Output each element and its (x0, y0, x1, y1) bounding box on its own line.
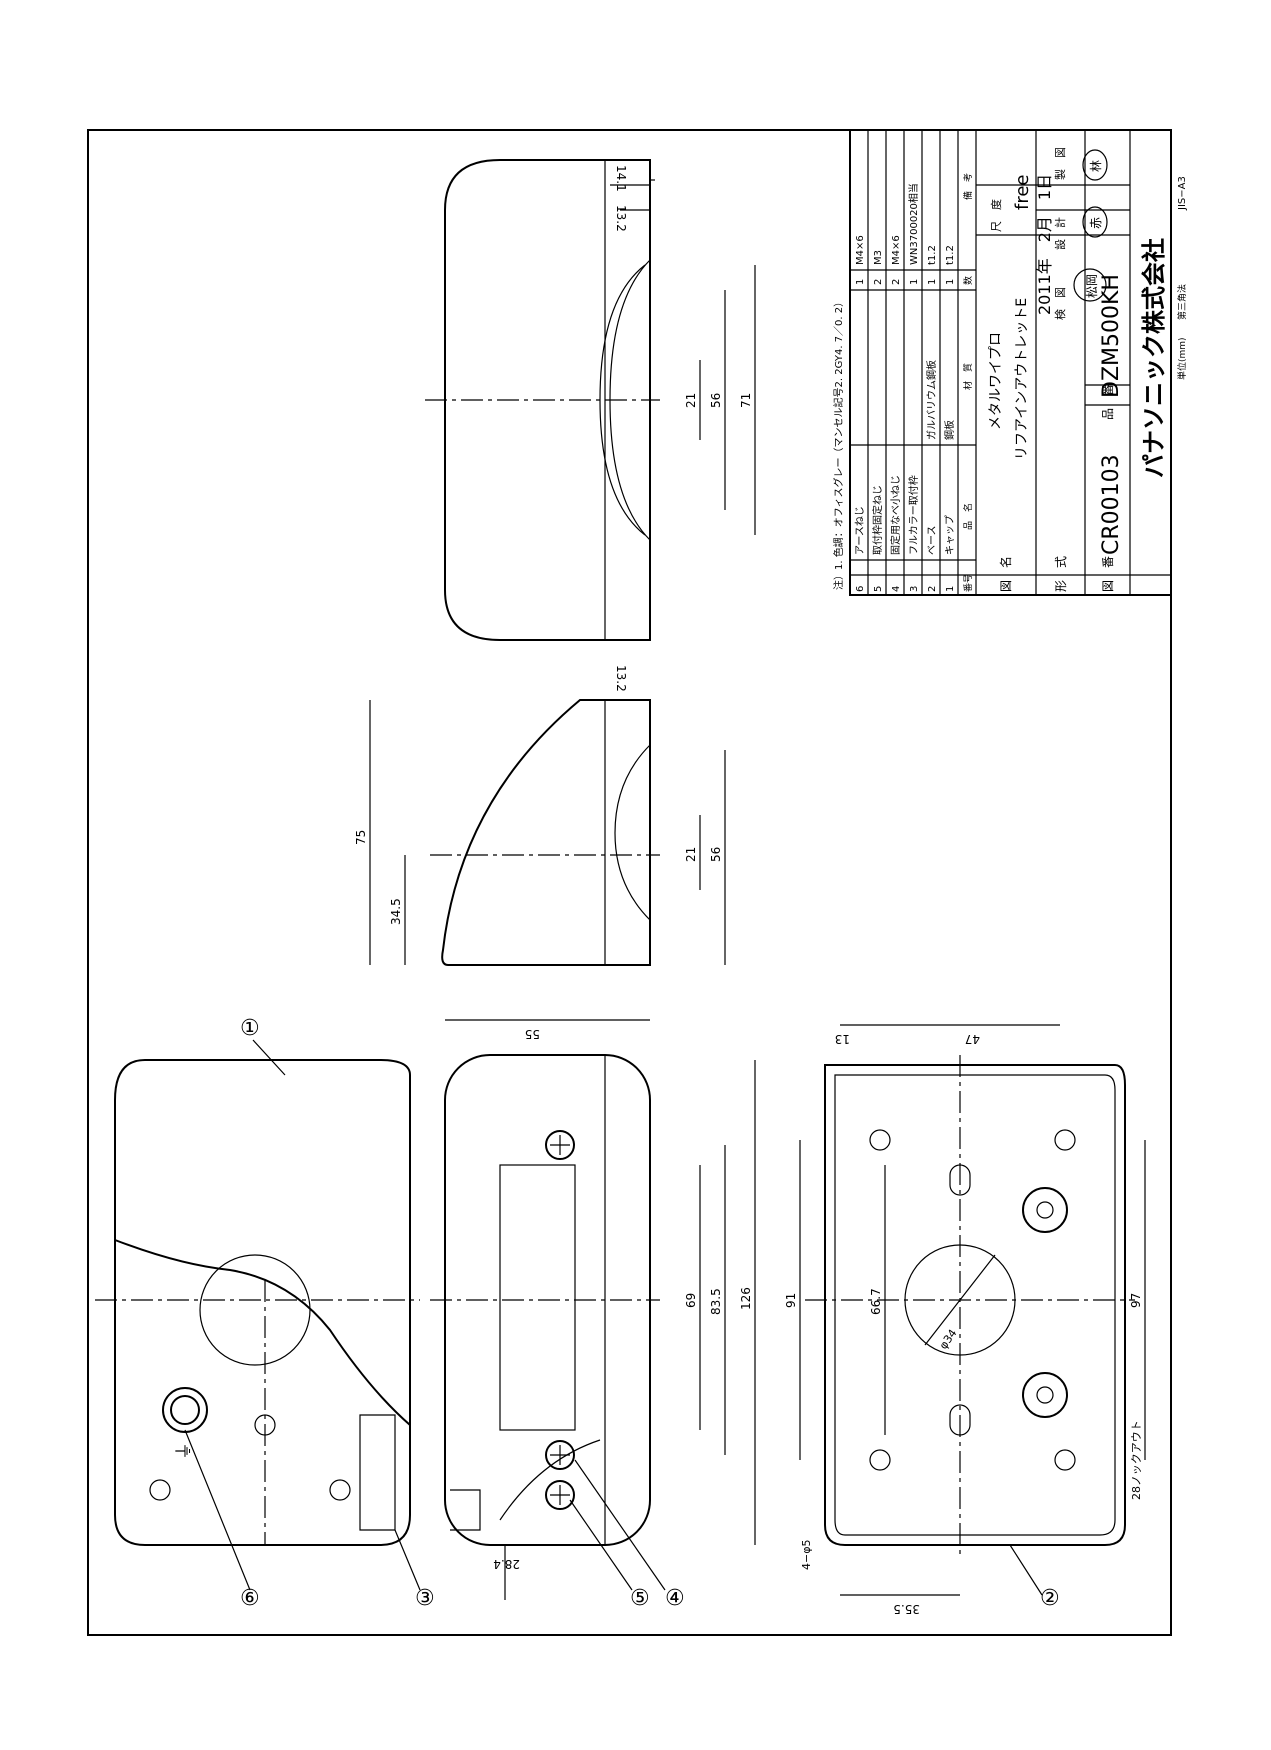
dim-base-13: 13 (835, 1032, 850, 1046)
scale-value: free (1012, 175, 1033, 211)
top-view (425, 159, 756, 641)
side-view (369, 699, 726, 1021)
parts-cell-name: 固定用なべ小ねじ (889, 475, 902, 555)
parts-cell-name: アースねじ (854, 506, 866, 555)
parts-cell-name: ベース (926, 526, 938, 556)
dim-side-34-5: 34.5 (389, 898, 403, 925)
parts-cell-remark: M3 (873, 250, 884, 265)
header-no: 番号 (962, 574, 974, 592)
dim-top-13-2: 13.2 (614, 205, 628, 232)
stamp-check: 松岡 (1085, 274, 1099, 298)
dim-base-97: 97 (1129, 1293, 1143, 1308)
label-hinban: 品 番 (1101, 384, 1115, 420)
dim-top-71: 71 (739, 393, 753, 408)
callout-6: ⑥ (240, 1586, 260, 1611)
callout-3: ③ (415, 1586, 435, 1611)
parts-cell-qty: 2 (873, 279, 884, 285)
label-zuban: 図 番 (1101, 556, 1115, 592)
dim-front-126: 126 (739, 1287, 753, 1310)
parts-cell-no: 1 (945, 586, 956, 592)
header-remark: 備 考 (962, 173, 974, 200)
name-line2: リフアインアウトレットE (1014, 298, 1030, 460)
parts-cell-name: フルカラー取付枠 (907, 475, 920, 555)
dim-base-47: 47 (965, 1032, 980, 1046)
earth-symbol: ⏚ (174, 1442, 195, 1460)
callout-2: ② (1040, 1586, 1060, 1611)
dim-base-4-phi5: 4−φ5 (800, 1540, 813, 1570)
scale-label: 尺 度 (989, 199, 1003, 232)
design-label: 設 計 (1053, 217, 1067, 250)
note-text: 注）1. 色調：オフィスグレー（マンセル記号2. 2GY4. 7／0. 2） (832, 297, 845, 590)
dim-base-phi34: φ34 (937, 1327, 960, 1352)
header-qty: 数 (962, 276, 974, 285)
check-label: 検 図 (1053, 287, 1067, 320)
parts-cell-qty: 1 (927, 279, 938, 285)
unit-label: 単位(mm) (1176, 337, 1188, 380)
callout-1: ① (240, 1016, 260, 1041)
dim-side-75: 75 (354, 830, 368, 845)
dim-top-56: 56 (709, 393, 723, 408)
stamp-design: 赤 (1089, 217, 1103, 229)
callouts: ① ② ③ ④ ⑤ ⑥ ⏚ (174, 1016, 1060, 1611)
company-name: パナソニック株式会社 (1140, 238, 1168, 478)
stamp-make: 林 (1089, 160, 1103, 172)
dim-front-83-5: 83.5 (709, 1288, 723, 1315)
callout-4: ④ (665, 1586, 685, 1611)
paper-size: JIS−A3 (1177, 176, 1188, 211)
dim-top-14-1: 14.1 (614, 165, 628, 192)
projection-label: 第三角法 (1176, 284, 1188, 320)
dim-front-28-4: 28.4 (493, 1557, 520, 1571)
header-name: 品 名 (962, 503, 974, 530)
dim-base-91: 91 (784, 1293, 798, 1308)
dim-base-35-5: 35.5 (893, 1602, 920, 1616)
dim-side-21: 21 (684, 847, 698, 862)
date-value: 2011年 2月 1日 (1035, 174, 1054, 315)
parts-cell-remark: t1.2 (945, 245, 956, 265)
parts-cell-remark: M4×6 (891, 235, 902, 265)
stamp-check-circle (1073, 268, 1107, 302)
parts-cell-material: 鋼板 (943, 420, 956, 440)
parts-cell-remark: t1.2 (927, 245, 938, 265)
title-block (849, 129, 1172, 596)
header-material: 材 質 (962, 363, 974, 390)
parts-cell-remark: M4×6 (855, 235, 866, 265)
label-zumei: 図 名 (998, 556, 1013, 592)
dim-side-13-2: 13.2 (614, 665, 628, 692)
stamp-design-circle (1082, 206, 1108, 238)
drawing-border (87, 129, 1172, 1636)
parts-cell-no: 5 (873, 586, 884, 592)
name-line1: メタルワイプロ (988, 332, 1004, 430)
callout-5: ⑤ (630, 1586, 650, 1611)
parts-cell-name: キャップ (944, 515, 956, 555)
parts-cell-no: 3 (909, 586, 920, 592)
parts-cell-name: 取付枠固定ねじ (871, 485, 884, 555)
parts-cell-no: 2 (927, 586, 938, 592)
base-view (799, 1024, 1146, 1596)
dim-base-66-7: 66.7 (869, 1288, 883, 1315)
drawing-number: CR00103 (1099, 454, 1124, 555)
parts-cell-qty: 1 (945, 279, 956, 285)
dim-base-knockout: 28ノックアウト (1130, 1420, 1143, 1500)
parts-cell-material: ガルバリウム鋼板 (925, 360, 938, 440)
dim-top-21: 21 (684, 393, 698, 408)
cap-view (95, 1059, 420, 1546)
parts-cell-no: 4 (891, 586, 902, 592)
parts-list: 6 アースねじ 1 M4×6 5 取付枠固定ねじ 2 M3 4 固定用なべ小ねじ 2 M4×6 3 フルカ… (854, 183, 956, 592)
part-number: DZM500KH (1099, 274, 1124, 398)
title-block-text: 注）1. 色調：オフィスグレー（マンセル記号2. 2GY4. 7／0. 2） 6… (832, 147, 1188, 592)
front-view (430, 1054, 756, 1600)
parts-cell-qty: 1 (909, 279, 920, 285)
label-katashiki: 形 式 (1054, 556, 1068, 592)
parts-cell-remark: WN3700020相当 (907, 183, 920, 265)
dim-front-69: 69 (684, 1293, 698, 1308)
parts-cell-qty: 1 (855, 279, 866, 285)
stamp-make-circle (1082, 149, 1108, 181)
parts-cell-qty: 2 (891, 279, 902, 285)
dim-side-56: 56 (709, 847, 723, 862)
parts-cell-no: 6 (855, 586, 866, 592)
dim-side-55: 55 (525, 1027, 540, 1041)
make-label: 製 図 (1053, 147, 1067, 180)
